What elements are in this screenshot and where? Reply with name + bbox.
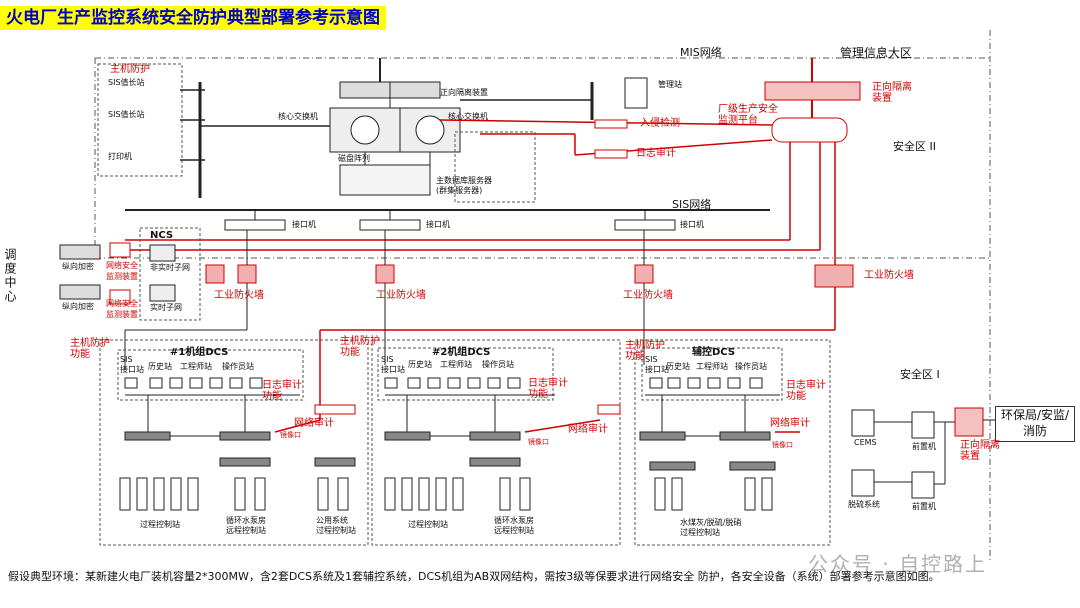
- public-station-label: 公用系统 过程控制站: [316, 516, 356, 535]
- front-machine-2-label: 前置机: [912, 502, 936, 511]
- ncs-label: NCS: [150, 230, 174, 241]
- operator-2-label: 操作员站: [482, 360, 514, 369]
- forward-isolation-label: 正向隔离装置: [440, 88, 488, 97]
- engineer-1-label: 工程师站: [180, 362, 212, 371]
- sis-interface-2-label: SIS 接口站: [381, 355, 405, 374]
- net-audit-3-label: 网络审计: [770, 418, 810, 429]
- log-func-3-label: 日志审计 功能: [786, 380, 826, 402]
- host-protect-func-1-label: 主机防护 功能: [70, 338, 110, 360]
- log-audit-label: 日志审计: [636, 148, 676, 159]
- page-title: 火电厂生产监控系统安全防护典型部署参考示意图: [0, 6, 386, 30]
- core-switch-2-label: 核心交换机: [448, 112, 488, 121]
- operator-3-label: 操作员站: [735, 362, 767, 371]
- vertical-encryption-2-label: 纵向加密: [62, 302, 94, 311]
- engineer-2-label: 工程师站: [440, 360, 472, 369]
- aux-station-label: 水煤灰/脱硫/脱硝 过程控制站: [680, 518, 742, 537]
- security-zone-2-label: 安全区 II: [893, 140, 936, 153]
- ncs-sub-label: 实时子网: [150, 303, 182, 312]
- log-func-2-label: 日志审计 功能: [528, 378, 568, 400]
- mirror-3-label: 镜像口: [772, 441, 793, 449]
- net-audit-1-label: 网络审计: [294, 418, 334, 429]
- industrial-firewall-1-label: 工业防火墙: [214, 290, 264, 301]
- mirror-2-label: 镜像口: [528, 438, 549, 446]
- ncs-nonsub-label: 非实时子网: [150, 263, 190, 272]
- industrial-firewall-4-label: 工业防火墙: [864, 270, 914, 281]
- vertical-encryption-1-label: 纵向加密: [62, 262, 94, 271]
- dcs1-label: #1机组DCS: [170, 347, 229, 358]
- process-station-1-label: 过程控制站: [140, 520, 180, 529]
- host-protect-func-3-label: 主机防护 功能: [625, 340, 665, 362]
- security-zone-1-label: 安全区 I: [900, 368, 940, 381]
- sis-interface-1-label: SIS 接口站: [120, 355, 144, 374]
- desulf-label: 脱硫系统: [848, 500, 880, 509]
- dispatch-center-label: 调度中心: [3, 248, 17, 304]
- host-protect-label: 主机防护: [110, 64, 150, 75]
- history-3-label: 历史站: [666, 362, 690, 371]
- net-monitor-1-label: 网络安全 监测装置: [106, 261, 138, 281]
- net-audit-2-label: 网络审计: [568, 424, 608, 435]
- interface-2-label: 接口机: [426, 220, 450, 229]
- network-diagram: [59, 30, 995, 560]
- watermark: 公众号 · 自控路上: [808, 552, 988, 576]
- db-server-label: 主数据库服务器 (群集服务器): [436, 176, 492, 195]
- intrusion-detection-label: 入侵检测: [640, 118, 680, 129]
- history-1-label: 历史站: [148, 362, 172, 371]
- front-machine-1-label: 前置机: [912, 442, 936, 451]
- forward-isolation-red-label: 正向隔离 装置: [872, 82, 912, 104]
- history-2-label: 历史站: [408, 360, 432, 369]
- caption: 假设典型环境：某新建火电厂装机容量2*300MW，含2套DCS系统及1套辅控系统…: [8, 570, 940, 583]
- core-switch-label: 核心交换机: [278, 112, 318, 121]
- forward-isolation-2-label: 正向隔离 装置: [960, 440, 1000, 462]
- mis-zone-label: 管理信息大区: [840, 46, 913, 60]
- sis-station-2-label: SIS值长站: [108, 110, 145, 119]
- sis-station-1-label: SIS值长站: [108, 78, 145, 87]
- mirror-1-label: 镜像口: [280, 431, 301, 439]
- sis-interface-3-label: SIS 接口站: [645, 355, 669, 374]
- disk-array-label: 磁盘阵列: [338, 154, 370, 163]
- host-protect-func-2-label: 主机防护 功能: [340, 336, 380, 358]
- management-station-label: 管理站: [658, 80, 682, 89]
- net-monitor-2-label: 网络安全 监测装置: [106, 299, 138, 319]
- industrial-firewall-3-label: 工业防火墙: [623, 290, 673, 301]
- sis-network-label: SIS网络: [672, 198, 712, 211]
- operator-1-label: 操作员站: [222, 362, 254, 371]
- engineer-3-label: 工程师站: [696, 362, 728, 371]
- printer-label: 打印机: [108, 152, 132, 161]
- process-station-2-label: 过程控制站: [408, 520, 448, 529]
- pump-station-2-label: 循环水泵房 远程控制站: [494, 516, 534, 535]
- cems-label: CEMS: [854, 438, 877, 447]
- env-agency-box: 环保局/安监/消防: [995, 406, 1075, 442]
- platform-label: 厂级生产安全 监测平台: [718, 104, 778, 126]
- interface-1-label: 接口机: [292, 220, 316, 229]
- mis-network-label: MIS网络: [680, 46, 722, 59]
- dcs-aux-label: 辅控DCS: [692, 347, 736, 358]
- dcs2-label: #2机组DCS: [432, 347, 491, 358]
- log-func-1-label: 日志审计 功能: [262, 380, 302, 402]
- pump-station-1-label: 循环水泵房 远程控制站: [226, 516, 266, 535]
- industrial-firewall-2-label: 工业防火墙: [376, 290, 426, 301]
- interface-3-label: 接口机: [680, 220, 704, 229]
